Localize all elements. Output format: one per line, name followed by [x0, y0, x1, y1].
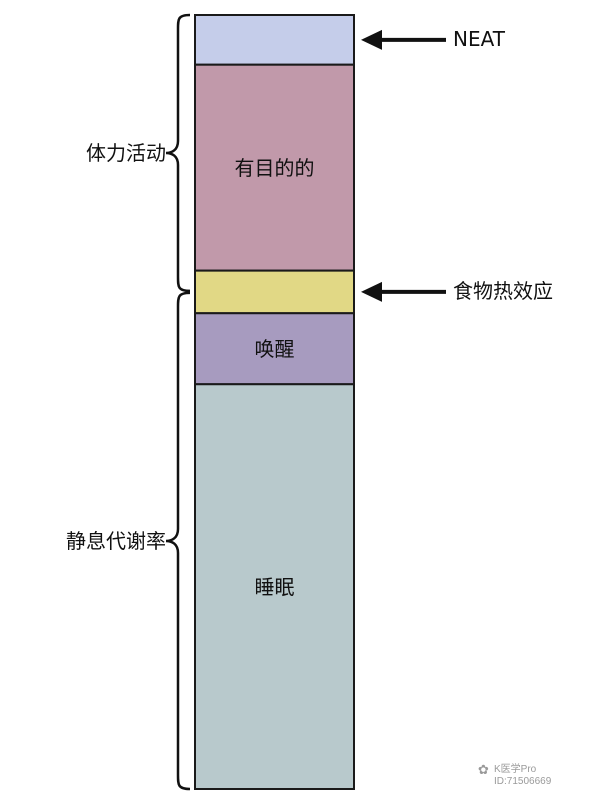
- watermark-id: ID:71506669: [494, 776, 552, 787]
- segment-label-3: 唤醒: [254, 336, 295, 361]
- group-label-1: 静息代谢率: [66, 528, 166, 553]
- group-brace-0: [165, 13, 191, 293]
- bar-segment-3: [194, 312, 355, 386]
- arrow-head-0: [361, 29, 382, 50]
- segment-label-4: 睡眠: [254, 574, 295, 599]
- arrow-head-1: [361, 281, 382, 302]
- bar-segment-0: [194, 14, 355, 66]
- arrow-label-0: NEAT: [453, 26, 505, 51]
- group-brace-1: [165, 291, 191, 791]
- group-label-0: 体力活动: [86, 140, 166, 165]
- watermark-name: K医学Pro: [494, 764, 537, 775]
- watermark: K医学Pro ID:71506669: [494, 764, 551, 788]
- bar-segment-2: [194, 269, 355, 315]
- arrow-label-1: 食物热效应: [453, 278, 553, 303]
- bar-segment-1: [194, 63, 355, 272]
- segment-label-1: 有目的的: [234, 155, 315, 180]
- bar-segment-4: [194, 383, 355, 790]
- wechat-icon: ✿: [478, 763, 489, 778]
